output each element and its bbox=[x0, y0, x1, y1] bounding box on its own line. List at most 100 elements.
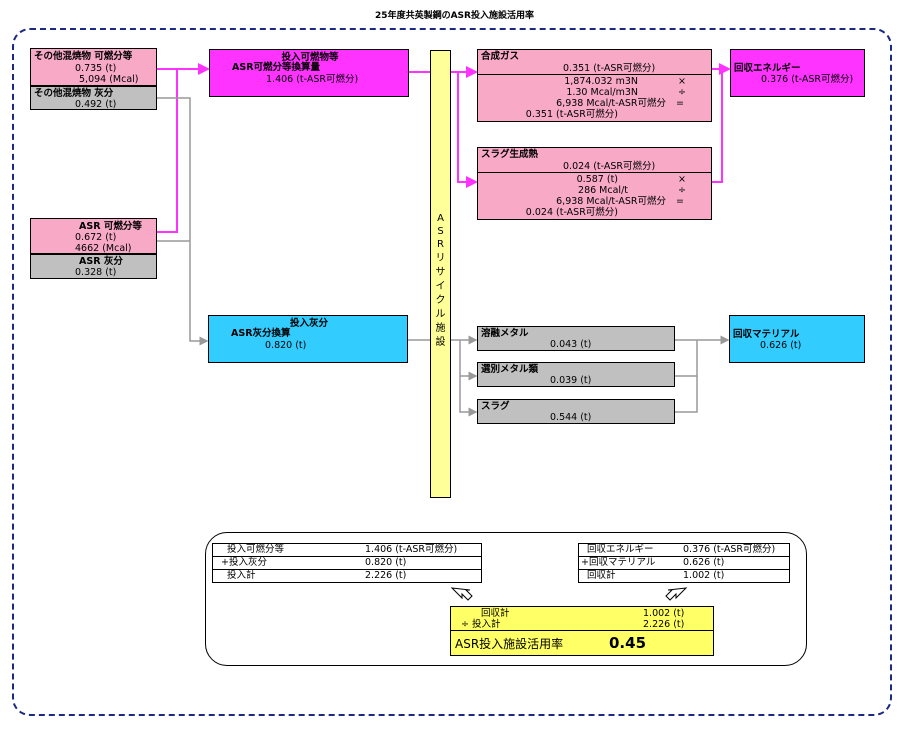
slag-label: スラグ bbox=[481, 401, 510, 412]
sorted-metal-value: 0.039 (t) bbox=[550, 375, 592, 386]
other-ash-label: その他混焼物 灰分 bbox=[34, 88, 114, 99]
recovered-material-value: 0.626 (t) bbox=[760, 340, 802, 351]
facility-char: ル bbox=[435, 309, 446, 320]
input-combustible-value: 1.406 (t-ASR可燃分) bbox=[266, 74, 359, 85]
asr-combustible-box: ASR 可燃分等 0.672 (t) 4662 (Mcal) bbox=[30, 218, 157, 254]
recovered-energy-box: 回収エネルギー 0.376 (t-ASR可燃分) bbox=[730, 49, 865, 97]
input-combustible-label2: ASR可燃分等換算量 bbox=[232, 62, 321, 73]
summary-recovery-row: 回収エネルギー 0.376 (t-ASR可燃分) bbox=[579, 544, 789, 557]
summary-recovery-value: 0.376 (t-ASR可燃分) bbox=[683, 544, 776, 555]
facility-char: リ bbox=[435, 253, 446, 264]
other-combustible-mcal: 5,094 (Mcal) bbox=[79, 74, 139, 85]
facility-char: 設 bbox=[435, 337, 446, 348]
asr-combustible-mcal: 4662 (Mcal) bbox=[75, 243, 132, 254]
facility-char: A bbox=[437, 213, 444, 224]
summary-recovery-label: +回収マテリアル bbox=[581, 557, 656, 568]
summary-recovery-label: 回収計 bbox=[587, 570, 616, 581]
hollow-arrows bbox=[450, 587, 688, 601]
slag-op-3: = bbox=[676, 196, 684, 207]
summary-input-label: +投入灰分 bbox=[221, 557, 267, 568]
other-ash-ton: 0.492 (t) bbox=[75, 99, 117, 110]
outer-dashed-frame bbox=[12, 28, 892, 716]
summary-input-table: 投入可燃分等 1.406 (t-ASR可燃分) +投入灰分 0.820 (t) … bbox=[212, 543, 482, 583]
asr-ash-box: ASR 灰分 0.328 (t) bbox=[30, 254, 157, 279]
molten-metal-value: 0.043 (t) bbox=[550, 339, 592, 350]
gas-op-3: = bbox=[676, 98, 684, 109]
summary-recovery-row: +回収マテリアル 0.626 (t) bbox=[579, 557, 789, 570]
summary-recovery-label: 回収エネルギー bbox=[587, 544, 654, 555]
result-recovered-value: 1.002 (t) bbox=[643, 608, 685, 619]
synthesis-gas-box: 合成ガス 0.351 (t-ASR可燃分) 1,874.032 m3N × 1.… bbox=[477, 49, 712, 122]
divider bbox=[478, 74, 711, 75]
facility-char: S bbox=[437, 226, 444, 237]
asr-combustible-ton: 0.672 (t) bbox=[75, 232, 117, 243]
result-input-label: ÷ 投入計 bbox=[461, 619, 501, 630]
slag-row-4: 0.024 (t-ASR可燃分) bbox=[525, 207, 618, 218]
molten-metal-box: 溶融メタル 0.043 (t) bbox=[477, 326, 675, 351]
input-ash-box: 投入灰分 ASR灰分換算 0.820 (t) bbox=[208, 315, 408, 363]
result-rate-label: ASR投入施設活用率 bbox=[455, 637, 564, 651]
summary-recovery-value: 0.626 (t) bbox=[683, 557, 725, 568]
recovered-material-label: 回収マテリアル bbox=[733, 329, 800, 340]
input-ash-label1: 投入灰分 bbox=[289, 318, 328, 329]
recovered-energy-value: 0.376 (t-ASR可燃分) bbox=[761, 74, 854, 85]
other-combustible-ton: 0.735 (t) bbox=[75, 63, 117, 74]
asr-ash-ton: 0.328 (t) bbox=[75, 267, 117, 278]
facility-char: イ bbox=[435, 281, 446, 292]
ash-lines bbox=[157, 97, 730, 417]
summary-recovery-row: 回収計 1.002 (t) bbox=[579, 570, 789, 582]
asr-ash-label: ASR 灰分 bbox=[79, 256, 123, 267]
input-ash-value: 0.820 (t) bbox=[265, 340, 307, 351]
summary-recovery-value: 1.002 (t) bbox=[683, 570, 725, 581]
facility-char: サ bbox=[435, 267, 446, 278]
other-combustible-label: その他混焼物 可燃分等 bbox=[34, 51, 133, 62]
other-ash-box: その他混焼物 灰分 0.492 (t) bbox=[30, 86, 157, 110]
synthesis-gas-label: 合成ガス bbox=[481, 51, 520, 62]
summary-input-row: 投入可燃分等 1.406 (t-ASR可燃分) bbox=[213, 544, 481, 557]
slag-heat-value: 0.024 (t-ASR可燃分) bbox=[563, 161, 656, 172]
facility-char: 施 bbox=[435, 323, 446, 334]
molten-metal-label: 溶融メタル bbox=[481, 328, 529, 339]
summary-input-value: 2.226 (t) bbox=[365, 570, 407, 581]
slag-heat-box: スラグ生成熱 0.024 (t-ASR可燃分) 0.587 (t) × 286 … bbox=[477, 147, 712, 220]
slag-value: 0.544 (t) bbox=[550, 412, 592, 423]
summary-input-value: 0.820 (t) bbox=[365, 557, 407, 568]
recovered-energy-label: 回収エネルギー bbox=[734, 63, 801, 74]
summary-input-row: +投入灰分 0.820 (t) bbox=[213, 557, 481, 570]
slag-op-1: × bbox=[678, 174, 686, 185]
asr-recycling-facility: A S R リ サ イ ク ル 施 設 bbox=[430, 50, 451, 498]
sorted-metal-label: 選別メタル類 bbox=[481, 364, 539, 375]
gas-row-4: 0.351 (t-ASR可燃分) bbox=[525, 109, 618, 120]
result-input-value: 2.226 (t) bbox=[643, 619, 685, 630]
sorted-metal-box: 選別メタル類 0.039 (t) bbox=[477, 362, 675, 387]
result-rate-value: 0.45 bbox=[609, 634, 647, 652]
facility-char: R bbox=[437, 239, 444, 250]
summary-input-label: 投入可燃分等 bbox=[227, 544, 285, 555]
synthesis-gas-value: 0.351 (t-ASR可燃分) bbox=[563, 63, 656, 74]
slag-row-2: 286 Mcal/t bbox=[578, 185, 628, 196]
summary-input-row: 投入計 2.226 (t) bbox=[213, 570, 481, 582]
summary-input-value: 1.406 (t-ASR可燃分) bbox=[365, 544, 458, 555]
summary-input-label: 投入計 bbox=[227, 570, 256, 581]
divider bbox=[451, 630, 713, 631]
recovered-material-box: 回収マテリアル 0.626 (t) bbox=[729, 315, 865, 363]
input-combustible-box: 投入可燃物等 ASR可燃分等換算量 1.406 (t-ASR可燃分) bbox=[209, 49, 409, 97]
slag-heat-label: スラグ生成熱 bbox=[481, 149, 539, 160]
input-combustible-label1: 投入可燃物等 bbox=[281, 52, 339, 63]
slag-op-2: ÷ bbox=[678, 185, 686, 196]
combustible-lines bbox=[157, 63, 731, 233]
input-ash-label2: ASR灰分換算 bbox=[231, 328, 291, 339]
facility-char: ク bbox=[435, 295, 446, 306]
gas-op-2: ÷ bbox=[678, 87, 686, 98]
utilization-rate-box: 回収計 1.002 (t) ÷ 投入計 2.226 (t) ASR投入施設活用率… bbox=[450, 606, 714, 656]
result-recovered-label: 回収計 bbox=[481, 608, 510, 619]
gas-row-3: 6,938 Mcal/t-ASR可燃分 bbox=[556, 98, 666, 109]
gas-op-1: × bbox=[678, 76, 686, 87]
divider bbox=[478, 172, 711, 173]
gas-row-1: 1,874.032 m3N bbox=[564, 76, 638, 87]
gas-row-2: 1.30 Mcal/m3N bbox=[566, 87, 638, 98]
slag-row-1: 0.587 (t) bbox=[576, 174, 618, 185]
other-combustible-box: その他混焼物 可燃分等 0.735 (t) 5,094 (Mcal) bbox=[30, 48, 157, 86]
slag-row-3: 6,938 Mcal/t-ASR可燃分 bbox=[556, 196, 666, 207]
